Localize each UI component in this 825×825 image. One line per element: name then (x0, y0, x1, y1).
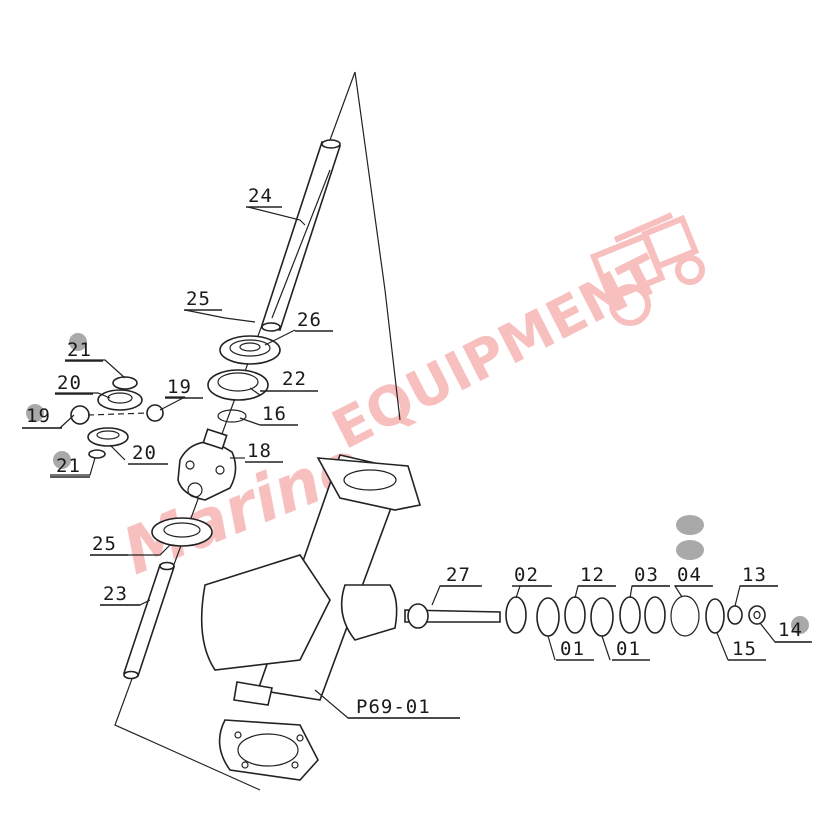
callout-24: 24 (248, 185, 273, 207)
left-pinion-group (70, 376, 164, 459)
callout-02: 02 (514, 564, 539, 586)
bottom-bearing (151, 517, 213, 547)
callout-04: 04 (677, 564, 702, 586)
callout-25-lower: 25 (92, 533, 117, 555)
callout-19-left: 19 (26, 405, 51, 427)
callout-p69-01: P69-01 (356, 696, 431, 718)
lower-shaft (122, 561, 176, 680)
callout-18: 18 (247, 440, 272, 462)
callout-27: 27 (446, 564, 471, 586)
gear-case (177, 428, 237, 501)
lower-bearing (207, 369, 269, 401)
main-housing (200, 454, 422, 781)
horizontal-shaft-assembly (404, 595, 766, 637)
snap-ring (217, 409, 247, 423)
callout-01-first: 01 (560, 638, 585, 660)
callout-25-upper: 25 (186, 288, 211, 310)
callout-21-upper: 21 (67, 339, 92, 361)
callout-20-upper: 20 (57, 372, 82, 394)
callout-15: 15 (732, 638, 757, 660)
callout-12: 12 (580, 564, 605, 586)
callout-14: 14 (778, 619, 803, 641)
callout-03: 03 (634, 564, 659, 586)
watermark-brand-main: EQUIPMENT (322, 242, 671, 461)
callout-16: 16 (262, 403, 287, 425)
callout-21-lower: 21 (56, 455, 81, 477)
upper-bearing (219, 335, 281, 365)
tractor-icon (589, 212, 705, 326)
callout-markers (26, 333, 809, 634)
callout-19-right: 19 (167, 376, 192, 398)
callout-20-lower: 20 (132, 442, 157, 464)
callout-22: 22 (282, 368, 307, 390)
callout-26: 26 (297, 309, 322, 331)
upper-shaft (260, 139, 342, 332)
callout-labels: 24 25 26 21 20 19 22 19 16 18 20 21 25 2… (22, 185, 812, 719)
callout-01-second: 01 (616, 638, 641, 660)
callout-23: 23 (103, 583, 128, 605)
callout-13: 13 (742, 564, 767, 586)
